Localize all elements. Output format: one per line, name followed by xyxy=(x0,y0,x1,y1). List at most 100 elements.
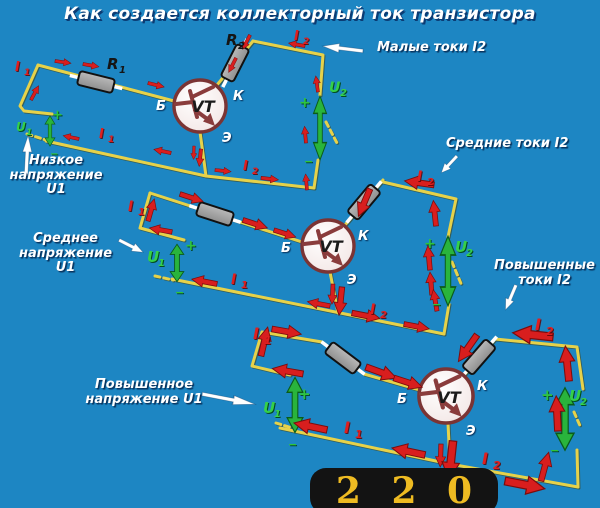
i2-label: I xyxy=(370,302,375,318)
current-arrow xyxy=(82,60,100,71)
i2-sub: 2 xyxy=(427,177,434,188)
minus-sign: − xyxy=(432,298,441,311)
u1-sub: 1 xyxy=(26,128,32,138)
emitter-label-c1: Э xyxy=(222,131,232,146)
current-arrow xyxy=(427,199,443,228)
vt2-label: VT xyxy=(319,237,343,256)
annotation-line: U1 xyxy=(46,182,66,197)
plus-sign: + xyxy=(185,238,197,254)
collector-label-c3: К xyxy=(477,379,489,394)
i1-sub: 1 xyxy=(138,207,145,218)
annotation-small-currents: Малые токи I2 xyxy=(377,40,487,55)
u1-sub: 1 xyxy=(274,409,281,420)
u2-label: U xyxy=(455,238,467,256)
annotation-high-currents: Повышенные токи I2 xyxy=(492,258,597,288)
i2-label: I xyxy=(294,29,299,44)
voltage-arrow-u1-c2 xyxy=(169,243,185,283)
current-arrow xyxy=(152,145,173,158)
u2-label: U xyxy=(569,387,581,405)
minus-sign: − xyxy=(304,155,313,168)
pointer-arrow-high-voltage xyxy=(200,388,257,410)
annotation-medium-currents: Средние токи I2 xyxy=(446,136,569,151)
pointer-arrow-small-currents xyxy=(321,40,365,57)
annotation-line: Низкое xyxy=(28,153,84,168)
i2-sub: 2 xyxy=(252,167,258,177)
i2-label: I xyxy=(482,449,488,468)
minus-sign: − xyxy=(175,286,184,299)
emitter-label-c3: Э xyxy=(466,424,476,439)
r2-sub: 2 xyxy=(238,41,245,52)
emitter-label-c2: Э xyxy=(347,273,357,288)
i1-sub: 1 xyxy=(108,135,114,145)
i2-sub: 2 xyxy=(380,310,387,321)
collector-label-c1: К xyxy=(233,89,245,104)
i1-label: I xyxy=(253,324,259,343)
i1-label: I xyxy=(15,60,20,75)
current-arrow xyxy=(300,125,311,144)
annotation-low-voltage: Низкое напряжение U1 xyxy=(5,153,107,198)
current-arrow xyxy=(146,79,166,91)
current-arrow xyxy=(62,131,81,143)
i2-sub: 2 xyxy=(303,37,309,47)
i1-label: I xyxy=(128,199,133,215)
minus-sign: − xyxy=(288,438,297,451)
resistor-c3-base xyxy=(315,334,371,382)
minus-sign: − xyxy=(550,444,559,457)
current-labels: I 1 I 1 I 2 I 2 I 1 I 1 I 2 I 2 I 1 I 1 … xyxy=(15,29,554,472)
base-label-c2: Б xyxy=(281,241,291,256)
component-labels: R 1 R 2 VT VT VT Б К Э Б К Э Б К Э xyxy=(107,31,489,439)
base-label-c1: Б xyxy=(156,99,166,114)
annotation-line: напряжение U1 xyxy=(85,391,203,407)
u2-sub: 2 xyxy=(340,88,347,99)
u2-sub: 2 xyxy=(580,397,587,408)
plus-sign: + xyxy=(298,385,311,403)
collector-label-c2: К xyxy=(358,229,370,244)
u1-sub: 1 xyxy=(158,258,165,269)
current-arrow xyxy=(54,57,72,68)
annotation-high-voltage: Повышенное напряжение U1 xyxy=(85,377,203,407)
vt1-label: VT xyxy=(191,97,215,116)
u1-label: U xyxy=(16,120,26,134)
r1-label: R xyxy=(107,55,119,73)
i2-label: I xyxy=(417,169,422,185)
current-arrow xyxy=(350,306,382,326)
r2-label: R xyxy=(226,31,238,49)
annotation-line: Повышенные xyxy=(494,258,595,273)
i1-label: I xyxy=(231,272,236,288)
plus-sign: + xyxy=(541,386,554,404)
circuit2-wires xyxy=(138,178,464,336)
annotation-line: токи I2 xyxy=(518,272,571,288)
i1-label: I xyxy=(344,418,350,437)
annotation-line: Повышенное xyxy=(94,377,194,392)
voltage-arrow-u2-c1 xyxy=(312,95,328,161)
annotation-line: напряжение xyxy=(9,167,103,183)
voltage-labels: U 1 U 2 U 1 U 2 U 1 U 2 xyxy=(16,80,587,420)
current-arrow xyxy=(270,361,305,382)
i1-label: I xyxy=(99,127,104,142)
i2-label: I xyxy=(535,315,541,334)
u2-sub: 2 xyxy=(466,248,473,259)
annotation-arrows xyxy=(20,40,521,410)
resistor-c2-base xyxy=(185,197,245,231)
circuit3-wires xyxy=(250,330,585,489)
u1-label: U xyxy=(263,399,275,417)
i1-sub: 1 xyxy=(264,334,272,347)
u1-label: U xyxy=(147,248,159,266)
vt3-label: VT xyxy=(437,388,461,407)
i2-sub: 2 xyxy=(546,325,554,338)
current-arrow xyxy=(424,271,438,296)
current-arrow xyxy=(556,344,578,383)
annotation-medium-voltage: Среднее напряжение U1 xyxy=(8,231,123,276)
annotation-line: напряжение U1 xyxy=(18,245,113,275)
i1-sub: 1 xyxy=(241,280,248,291)
current-arrow xyxy=(402,317,431,335)
current-arrow xyxy=(214,166,232,176)
i2-sub: 2 xyxy=(493,459,501,472)
plus-sign: + xyxy=(424,236,436,252)
i2-label: I xyxy=(243,159,248,174)
r1-sub: 1 xyxy=(119,65,126,76)
page-title: Как создается коллекторный ток транзисто… xyxy=(64,4,536,24)
base-label-c3: Б xyxy=(397,392,407,407)
current-arrows-circuit2 xyxy=(142,173,443,335)
